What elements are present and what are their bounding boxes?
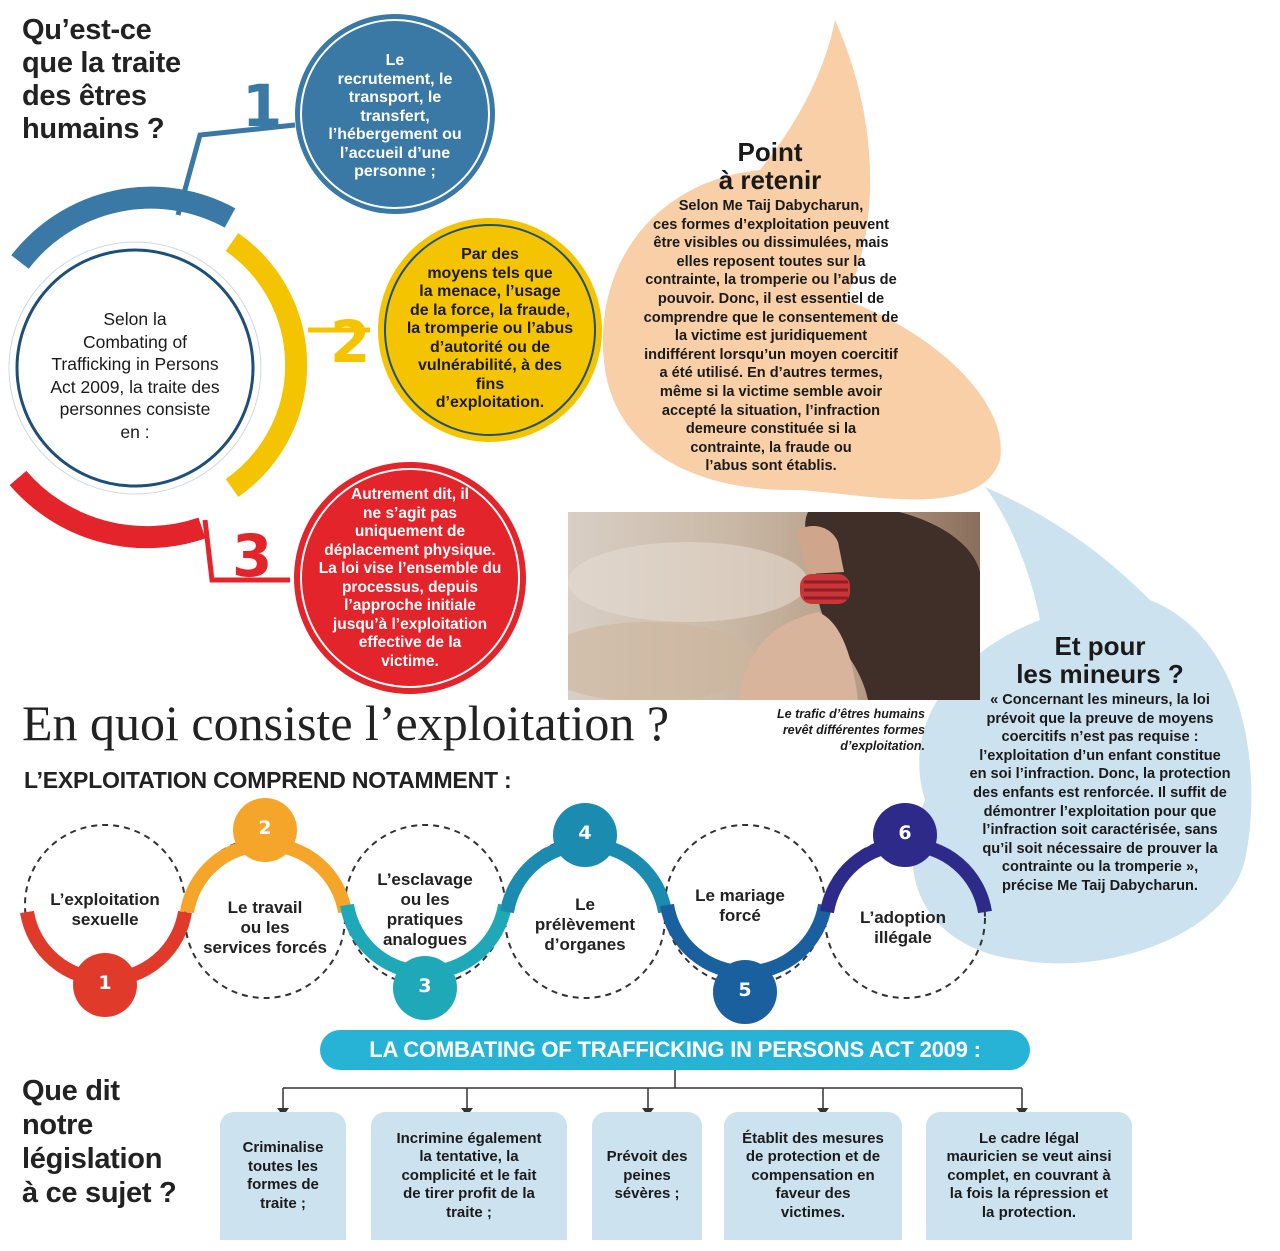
exploitation-item-5: Le mariage forcé: [695, 886, 785, 925]
law-box-4: Établit des mesures de protection et de …: [724, 1112, 902, 1240]
law-banner: LA COMBATING OF TRAFFICKING IN PERSONS A…: [320, 1030, 1030, 1070]
law-box-1: Criminalise toutes les formes de traite …: [220, 1112, 346, 1240]
center-definition-text: Selon la Combating of Trafficking in Per…: [50, 309, 220, 442]
tip-bubble-shape: [602, 20, 1001, 500]
red-arc: [9, 470, 206, 549]
photo-victim-bound-wrists: [568, 512, 980, 700]
photo-illustration: [568, 512, 980, 700]
tip-title: Point à retenir: [718, 137, 822, 195]
exploitation-item-4: Le prélèvement d’organes: [534, 895, 636, 954]
law-box-3: Prévoit des peines sévères ;: [592, 1112, 702, 1240]
center-circle: [15, 248, 255, 488]
step-1-circle: [295, 14, 495, 214]
step-1-number: 1: [242, 72, 283, 140]
exploitation-number-6: 6: [898, 822, 912, 844]
exploitation-number-1: 1: [98, 972, 112, 994]
exploitation-heading: En quoi consiste l’exploitation ?: [22, 695, 670, 751]
exploitation-subheading: L’EXPLOITATION COMPREND NOTAMMENT :: [24, 767, 512, 793]
exploitation-item-2: Le travail ou les services forcés: [203, 898, 327, 957]
step-1-text: Le recrutement, le transport, le transfe…: [328, 52, 462, 180]
exploitation-number-3: 3: [418, 975, 432, 997]
photo-caption: Le trafic d’êtres humains revêt différen…: [777, 707, 925, 753]
exploitation-number-4: 4: [578, 822, 592, 844]
main-question-title: Qu’est-ce que la traite des êtres humain…: [22, 14, 181, 145]
step-3-text: Autrement dit, il ne s’agit pas uniqueme…: [318, 486, 502, 670]
minors-bubble-shape: [912, 487, 1252, 964]
blue-arc: [11, 186, 236, 269]
law-question-title: Que dit notre législation à ce sujet ?: [22, 1075, 177, 1209]
step-2-circle: [378, 218, 602, 442]
law-box-5: Le cadre légal mauricien se veut ainsi c…: [926, 1112, 1132, 1240]
step-3-circle: [294, 462, 526, 694]
step-2-number: 2: [330, 308, 371, 376]
step-3-number: 3: [232, 522, 273, 590]
minors-title: Et pour les mineurs ?: [1016, 631, 1184, 689]
exploitation-number-2: 2: [258, 817, 272, 839]
exploitation-number-5: 5: [738, 979, 752, 1001]
minors-body: « Concernant les mineurs, la loi prévoit…: [969, 692, 1231, 894]
exploitation-item-1: L’exploitation sexuelle: [50, 890, 160, 929]
tip-body: Selon Me Taij Dabycharun, ces formes d’e…: [643, 198, 899, 475]
law-box-2: Incrimine également la tentative, la com…: [371, 1112, 567, 1240]
step-2-text: Par des moyens tels que la menace, l’usa…: [406, 246, 574, 411]
yellow-arc: [225, 232, 308, 498]
exploitation-item-6: L’adoption illégale: [860, 908, 946, 947]
exploitation-item-3: L’esclavage ou les pratiques analogues: [377, 870, 473, 949]
